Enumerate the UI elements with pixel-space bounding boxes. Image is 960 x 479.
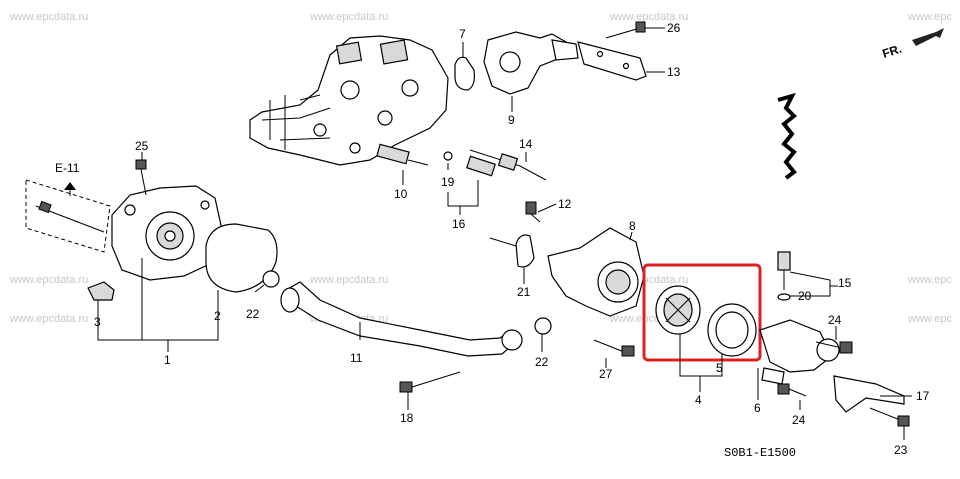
water-pipe-11: [280, 281, 523, 357]
watermark: www.epcdata.ru: [9, 313, 88, 325]
callout-1: 1: [164, 353, 171, 367]
gasket-7: [454, 56, 475, 91]
break-mark: [777, 92, 797, 180]
watermark: www.epcdata.ru: [9, 11, 88, 23]
watermark: www.epcdata.ru: [309, 11, 388, 23]
e11-label: E-11: [55, 161, 80, 175]
engine-block: [249, 35, 449, 166]
sensor-14: [469, 149, 547, 181]
callout-6: 6: [754, 401, 761, 415]
gasket-2: [205, 223, 278, 293]
bolt-23: [869, 407, 910, 427]
bolt-24-upper: [815, 341, 853, 354]
callout-11: 11: [350, 351, 363, 365]
leader-lines: [97, 27, 912, 440]
callout-16: 16: [452, 217, 466, 231]
clip-3: [87, 281, 115, 301]
direction-label: FR.: [881, 42, 904, 61]
bolt-24-lower: [777, 383, 807, 397]
bolt-26: [605, 21, 646, 39]
callout-10: 10: [394, 187, 408, 201]
callout-26: 26: [667, 21, 681, 35]
callout-21: 21: [517, 285, 531, 299]
callout-25: 25: [135, 139, 149, 153]
callouts: 7 9 13 26 14 10 19 16 12 8 21 22 27 11 1…: [94, 21, 930, 457]
bracket-17: [833, 375, 905, 413]
sensor-19: [443, 151, 496, 177]
callout-5: 5: [716, 361, 723, 375]
water-outlet-6: [759, 319, 840, 385]
o-ring-22-left: [262, 270, 280, 288]
watermark: www.epcdata.ru: [309, 274, 388, 286]
callout-14: 14: [519, 137, 533, 151]
thermostat-cover-5: [707, 303, 757, 357]
bolt-12: [525, 201, 541, 223]
callout-19: 19: [441, 175, 455, 189]
watermark: www.epc: [907, 274, 953, 286]
callout-13: 13: [667, 65, 681, 79]
sensor-15: [777, 251, 791, 290]
callout-23: 23: [894, 443, 908, 457]
callout-24-lower: 24: [792, 413, 806, 427]
gasket-21: [515, 234, 535, 268]
watermark: www.epcdata.ru: [609, 11, 688, 23]
callout-3: 3: [94, 315, 101, 329]
callout-8: 8: [629, 219, 636, 233]
e11-reference: E-11: [55, 161, 80, 196]
callout-20: 20: [798, 289, 812, 303]
callout-4: 4: [695, 393, 702, 407]
diagram-code: S0B1-E1500: [724, 446, 796, 460]
water-pump-1: [111, 185, 223, 281]
callout-9: 9: [508, 113, 515, 127]
bolt-25: [135, 159, 147, 196]
callout-18: 18: [400, 411, 414, 425]
stud-group: [25, 179, 111, 253]
o-ring-22-right: [534, 317, 552, 335]
callout-2: 2: [214, 309, 221, 323]
watermark: www.epcdata.ru: [9, 274, 88, 286]
bolt-27: [593, 339, 635, 357]
callout-12: 12: [558, 197, 572, 211]
washer-20: [777, 293, 791, 301]
bolt-18: [399, 371, 461, 393]
thermostat-4: [655, 285, 701, 335]
watermark: www.epc: [907, 313, 953, 325]
callout-22-left: 22: [246, 307, 260, 321]
callout-15: 15: [838, 276, 852, 290]
callout-24-upper: 24: [828, 313, 842, 327]
callout-17: 17: [916, 389, 930, 403]
callout-7: 7: [459, 27, 466, 41]
bracket-13: [577, 41, 647, 81]
highlight-box: [642, 263, 762, 362]
watermark: www.epc: [907, 11, 953, 23]
callout-22-right: 22: [535, 355, 549, 369]
fitting-10: [376, 143, 429, 166]
front-direction-arrow: FR.: [881, 28, 944, 61]
thermostat-housing-8: [547, 227, 645, 317]
outlet-9: [483, 31, 579, 95]
callout-27: 27: [599, 367, 613, 381]
